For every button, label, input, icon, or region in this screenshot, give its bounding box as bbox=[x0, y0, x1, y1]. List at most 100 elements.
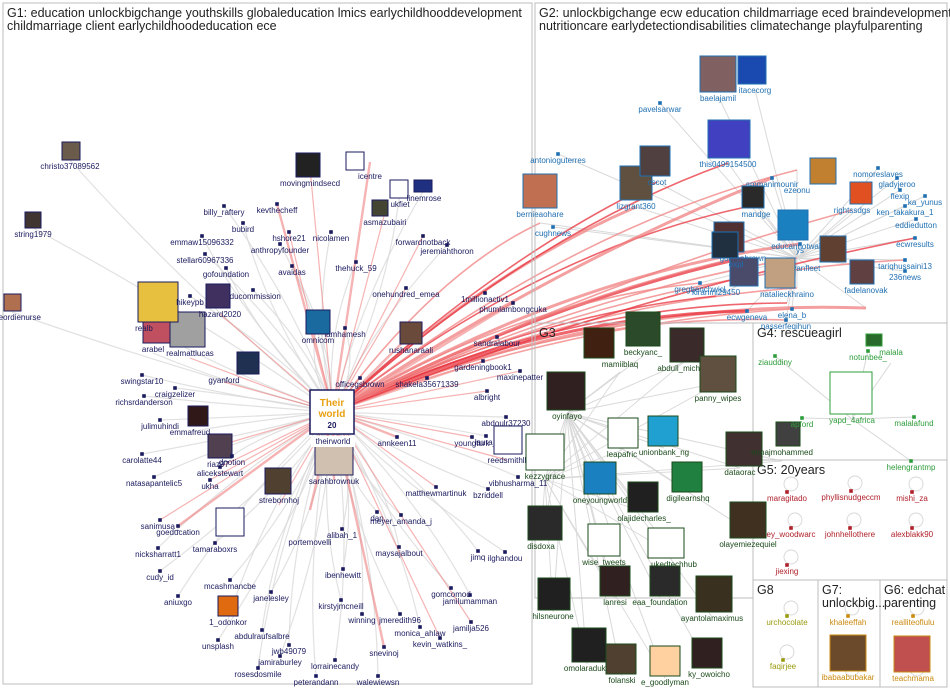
node-avaidas[interactable]: avaidas bbox=[278, 264, 306, 277]
node-vibhusharma_11[interactable]: vibhusharma_11 bbox=[489, 475, 548, 488]
node-ecwresults[interactable]: ecwresults bbox=[896, 236, 934, 249]
node-dataorac[interactable]: dataorac bbox=[724, 431, 763, 477]
node-pavelsarwar[interactable]: pavelsarwar bbox=[638, 101, 682, 114]
node-1_odonkor[interactable]: 1_odonkor bbox=[209, 595, 247, 627]
node-onehundred_emea[interactable]: onehundred_emea bbox=[372, 286, 440, 299]
node-goeducation[interactable]: goeducation bbox=[156, 524, 200, 537]
node-sarahbrownuk[interactable]: sarahbrownuk bbox=[309, 444, 360, 486]
node-khaleeffah[interactable]: khaleeffah bbox=[830, 614, 867, 627]
node-jiexing[interactable]: jiexing bbox=[775, 563, 799, 576]
node-disdoxa[interactable]: disdoxa bbox=[527, 505, 563, 551]
node-notunbee_[interactable]: notunbee_ bbox=[849, 349, 887, 362]
node-monica_ahlaw[interactable]: monica_ahlaw bbox=[394, 625, 446, 638]
node-jamilja526[interactable]: jamilja526 bbox=[452, 620, 490, 633]
node-billy_raftery[interactable]: billy_raftery bbox=[204, 204, 245, 217]
node-folanski[interactable]: folanski bbox=[605, 643, 637, 685]
node-gregbenchwicl[interactable]: gregbenchwicl bbox=[674, 281, 726, 294]
node-ammanimounir[interactable]: ammanimounir bbox=[746, 176, 799, 189]
node-ukfiet[interactable]: ukfiet bbox=[389, 179, 410, 209]
node-jeremiahthoron[interactable]: jeremiahthoron bbox=[419, 243, 474, 256]
node-baelajamil[interactable]: baelajamil bbox=[699, 55, 737, 103]
node-jimq[interactable]: jimq bbox=[470, 549, 486, 562]
node-omnicom[interactable]: omnicom bbox=[302, 309, 335, 345]
node-e_goodlyman[interactable]: e_goodlyman bbox=[641, 645, 689, 687]
node-ken_takakura_1[interactable]: ken_takakura_1 bbox=[877, 204, 934, 217]
node-bernieaohare[interactable]: bernieaohare bbox=[516, 173, 564, 219]
node-stellar60967336[interactable]: stellar60967336 bbox=[177, 252, 234, 265]
node-sandralabour[interactable]: sandralabour bbox=[474, 335, 521, 348]
node-nomoreslaves[interactable]: nomoreslaves bbox=[853, 166, 903, 179]
node-tamaraboxrs[interactable]: tamaraboxrs bbox=[193, 541, 237, 554]
node-hikeypb[interactable]: hikeypb bbox=[176, 294, 204, 307]
node-mishi_za[interactable]: mishi_za bbox=[896, 490, 928, 503]
node-emmaw15096332[interactable]: emmaw15096332 bbox=[170, 234, 234, 247]
node-meyer_amanda_j[interactable]: meyer_amanda_j bbox=[370, 513, 432, 526]
node-ennajmohammed[interactable]: ennajmohammed bbox=[751, 421, 813, 457]
node-1millionactiv1[interactable]: 1millionactiv1 bbox=[461, 291, 510, 304]
node-abdoulr37230[interactable]: abdoulr37230 bbox=[482, 415, 531, 428]
node-cughnews[interactable]: cughnews bbox=[535, 225, 571, 238]
node-annkeen11[interactable]: annkeen11 bbox=[378, 435, 418, 448]
node-maysajalbout[interactable]: maysajalbout bbox=[375, 545, 423, 558]
node-lanresi[interactable]: lanresi bbox=[599, 565, 631, 607]
node-expl[interactable]: expl bbox=[711, 231, 744, 269]
node-julimuhindi[interactable]: julimuhindi bbox=[140, 418, 179, 431]
node-gyanford[interactable]: gyanford bbox=[208, 351, 260, 385]
node-mcashmancbe[interactable]: mcashmancbe bbox=[204, 578, 257, 591]
node-anthropyfounder[interactable]: anthropyfounder bbox=[251, 242, 310, 255]
node-thegeordienurse[interactable]: thegeordienurse bbox=[0, 293, 41, 322]
node-ukha[interactable]: ukha bbox=[201, 478, 219, 491]
node-omolaraduke[interactable]: omolaraduke bbox=[564, 627, 611, 673]
node-realliteoflulu[interactable]: realliteoflulu bbox=[892, 614, 935, 627]
node-winning[interactable]: winning bbox=[347, 612, 376, 625]
node-ziauddiny[interactable]: ziauddiny bbox=[758, 354, 792, 367]
node-kirstyjmcneill[interactable]: kirstyjmcneill bbox=[318, 598, 364, 611]
node-abdull_michael[interactable]: abdull_michael bbox=[657, 327, 711, 373]
node-malala[interactable]: malala bbox=[865, 333, 903, 357]
node-mamiiblaq[interactable]: mamiiblaq bbox=[583, 327, 638, 369]
node-teachmama[interactable]: teachmama bbox=[892, 635, 934, 683]
node-snevinoj[interactable]: snevinoj bbox=[369, 645, 399, 658]
node-asmazubairi[interactable]: asmazubairi bbox=[363, 199, 407, 227]
node-forwardnotback[interactable]: forwardnotback bbox=[396, 234, 452, 247]
node-ys[interactable]: ys bbox=[796, 242, 804, 255]
node-this0499154500[interactable]: this0499154500 bbox=[700, 119, 757, 169]
node-ezeonu[interactable]: ezeonu bbox=[784, 157, 837, 195]
node-walewiewsn[interactable]: walewiewsn bbox=[356, 674, 400, 687]
node-icentre[interactable]: icentre bbox=[345, 151, 383, 181]
node-kezzygrace[interactable]: kezzygrace bbox=[525, 433, 566, 481]
node-helengrantmp[interactable]: helengrantmp bbox=[887, 459, 936, 472]
node-oneyoungworld[interactable]: oneyoungworld bbox=[573, 461, 627, 505]
node-unionbank_ng[interactable]: unionbank_ng bbox=[639, 415, 689, 457]
node-kiranmi29450[interactable]: kiranmi29450 bbox=[692, 257, 759, 297]
node-ecwgeneva[interactable]: ecwgeneva bbox=[727, 309, 768, 322]
node-natasapantelic5[interactable]: natasapantelic5 bbox=[126, 475, 183, 488]
node-fadelanovak[interactable]: fadelanovak bbox=[844, 259, 889, 295]
node-alibah_1[interactable]: alibah_1 bbox=[327, 527, 358, 540]
node-flexip[interactable]: flexip bbox=[891, 188, 910, 201]
node-malalafund[interactable]: malalafund bbox=[894, 415, 934, 428]
node-unsplash[interactable]: unsplash bbox=[202, 638, 234, 651]
node-kevin_watkins_[interactable]: kevin_watkins_ bbox=[413, 636, 468, 649]
node-lorrainecandy[interactable]: lorrainecandy bbox=[311, 658, 359, 671]
node-janelesley[interactable]: janelesley bbox=[252, 590, 289, 603]
node-panny_wipes[interactable]: panny_wipes bbox=[695, 355, 742, 403]
node-ky_owoicho[interactable]: ky_owoicho bbox=[688, 637, 730, 679]
node-sanimusa_[interactable]: sanimusa_ bbox=[141, 518, 180, 531]
node-ayantolamaximus[interactable]: ayantolamaximus bbox=[681, 575, 743, 623]
node-string1979[interactable]: string1979 bbox=[14, 211, 52, 239]
node-antonioguterres[interactable]: antonioguterres bbox=[530, 152, 586, 165]
node-emmafreud[interactable]: emmafreud bbox=[170, 405, 210, 437]
node-albright[interactable]: albright bbox=[474, 389, 501, 402]
node-apford[interactable]: apford bbox=[791, 416, 814, 429]
node-portemovelli[interactable]: portemovelli bbox=[215, 507, 332, 547]
node-236news[interactable]: 236news bbox=[889, 269, 921, 282]
node-craigzelizer[interactable]: craigzelizer bbox=[155, 386, 196, 399]
node-educannotwait[interactable]: educannotwait bbox=[771, 209, 824, 251]
node-ibabaabubakar[interactable]: ibabaabubakar bbox=[822, 634, 875, 682]
node-bubird[interactable]: bubird bbox=[232, 221, 254, 234]
node-urchocolate[interactable]: urchocolate bbox=[766, 614, 808, 627]
node-dnotion[interactable]: dnotion bbox=[219, 454, 245, 467]
node-maxinepatter[interactable]: maxinepatter bbox=[497, 369, 544, 382]
node-johnhellothere[interactable]: johnhellothere bbox=[824, 526, 876, 539]
